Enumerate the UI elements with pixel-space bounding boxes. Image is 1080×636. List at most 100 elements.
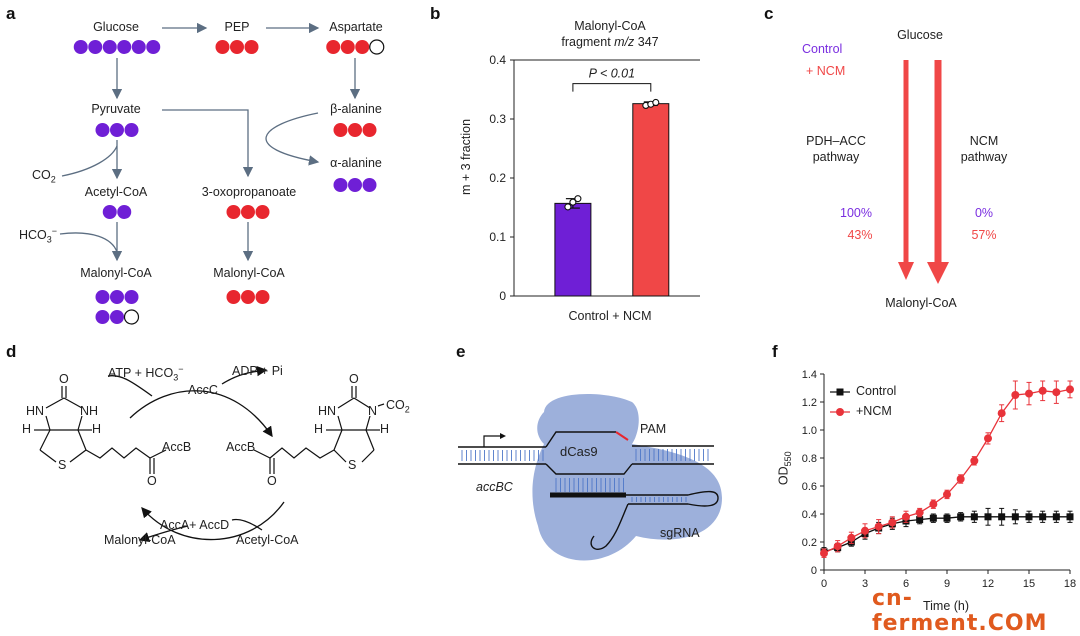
carbon-dot-pyruvate-1 <box>110 123 124 137</box>
chart-b-ytick-label: 0.4 <box>489 53 506 67</box>
label-malonyl-coa-right: Malonyl-CoA <box>213 266 285 280</box>
label-accb-left: AccB <box>162 440 192 454</box>
label-co2: CO2 <box>32 168 56 185</box>
label-sgrna: sgRNA <box>660 526 700 540</box>
arc-acetyl-in <box>231 518 263 531</box>
label-oxopropanoate: 3-oxopropanoate <box>201 185 297 199</box>
chart-f-point-ncm <box>970 456 979 465</box>
label-accbc: accBC <box>476 480 513 494</box>
chart-b-title-line2: fragment m/z 347 <box>561 35 659 49</box>
chart-f-point-ncm <box>820 549 828 558</box>
chart-f-ytick-label: 0 <box>811 565 817 577</box>
label-aspartate: Aspartate <box>329 20 383 34</box>
panel-a-pathway: Glucose PEP Aspartate Pyruvate β-alanine… <box>0 0 420 330</box>
carbon-dot-malonyl-right-2 <box>255 290 270 304</box>
carbon-dot-alpha-alanine-2 <box>362 178 377 192</box>
label-glucose-c: Glucose <box>897 28 943 42</box>
biotin-left-bonds <box>34 386 167 474</box>
chart-b-bar-0 <box>554 202 592 297</box>
chart-f-xtick-label: 12 <box>982 578 994 590</box>
arrow-ncm-head <box>927 262 949 284</box>
chart-b-significance-bracket <box>572 83 652 92</box>
carbon-dot-pep-0 <box>215 40 230 54</box>
chart-f-point-ncm <box>874 522 883 531</box>
chart-f-xtick-label: 3 <box>862 578 868 590</box>
chart-f-point-control <box>1039 513 1047 521</box>
panel-label-c: c <box>764 4 774 23</box>
carbon-dot-beta-alanine-2 <box>362 123 377 137</box>
carbon-dot-glucose-1 <box>88 40 103 54</box>
carbon-dot-acetyl-coa-0 <box>102 205 117 219</box>
legend-control-label: Control <box>856 384 897 398</box>
legend-ncm-label: +NCM <box>856 404 892 418</box>
panel-e-crispri: dCas9 PAM accBC sgRNA <box>456 340 756 622</box>
arc-atp-in <box>107 374 153 397</box>
chart-f-point-ncm <box>861 526 869 535</box>
chart-f-ytick-label: 0.2 <box>802 537 817 549</box>
panel-d-structures <box>34 365 385 543</box>
carbon-dot-beta-alanine-0 <box>333 123 348 137</box>
atom-h4: H <box>380 422 390 436</box>
chart-f-point-ncm <box>1066 385 1074 394</box>
label-alpha-alanine: α-alanine <box>330 156 382 170</box>
carbon-dot-acetyl-coa-1 <box>117 205 132 219</box>
carbon-dot-pep-1 <box>230 40 244 54</box>
chart-f-point-ncm <box>1011 391 1020 399</box>
atom-hn-right: HN <box>318 404 337 418</box>
atom-nh: NH <box>80 404 99 418</box>
carbon-dot-malonyl-right-1 <box>241 290 255 304</box>
label-acca-accd: AccA+ AccD <box>160 518 230 532</box>
label-ncm-line2: pathway <box>960 150 1008 164</box>
label-acetyl-d: Acetyl-CoA <box>236 533 299 547</box>
chart-f-ytick-label: 0.6 <box>802 481 817 493</box>
dna-bottom-bend <box>545 463 633 475</box>
chart-f-ytick-label: 1.2 <box>802 397 817 409</box>
label-malonyl-d: Malonyl-CoA <box>104 533 176 547</box>
chart-b-pvalue: P < 0.01 <box>589 67 635 81</box>
chart-f-point-ncm <box>997 409 1006 418</box>
label-dcas9: dCas9 <box>560 444 598 459</box>
label-pyruvate: Pyruvate <box>91 102 141 116</box>
chart-f-ytick-label: 1.4 <box>802 369 817 381</box>
arrow-pyruvate-oxo <box>162 109 254 178</box>
chart-f-point-ncm <box>888 518 897 527</box>
atom-o-top-left: O <box>59 372 69 386</box>
carbon-dot-glucose-2 <box>102 40 117 54</box>
dna-top-opened <box>545 431 616 448</box>
chart-b-frame <box>513 59 700 297</box>
label-glucose: Glucose <box>93 20 139 34</box>
panel-label-b: b <box>430 4 441 23</box>
panel-c-flux: Control + NCM Glucose PDH–ACC pathway NC… <box>764 0 1080 330</box>
carbon-dot-glucose-5 <box>146 40 161 54</box>
chart-f-ytick-label: 0.4 <box>802 509 817 521</box>
chart-b-title-line1: Malonyl-CoA <box>574 19 646 33</box>
panel-d-reaction: ATP + HCO3− ADP + Pi AccC AccB AccB AccA… <box>0 340 450 622</box>
pdh-ncm-pct: 43% <box>847 228 873 242</box>
chart-f-point-control <box>998 513 1006 521</box>
carbon-dot-alpha-alanine-1 <box>348 178 362 192</box>
ncm-ncm-pct: 57% <box>971 228 997 242</box>
promoter-arrowhead <box>500 433 506 439</box>
ncm-control-pct: 0% <box>974 206 994 220</box>
panel-a-diagram <box>59 22 385 325</box>
carbon-dot-malonyl-left-1-0 <box>95 290 110 304</box>
carbon-dot-malonyl-right-0 <box>226 290 241 304</box>
label-pdh-line1: PDH–ACC <box>806 134 866 148</box>
atom-h1: H <box>22 422 32 436</box>
carbon-dot-oxopropanoate-1 <box>241 205 255 219</box>
label-accc: AccC <box>188 383 218 397</box>
promoter-arrow <box>483 435 502 447</box>
label-adp: ADP + Pi <box>232 364 283 378</box>
chart-f-point-control <box>943 514 951 522</box>
chart-f-point-control <box>957 513 965 521</box>
chart-f-point-ncm <box>984 434 992 443</box>
carbon-dot-glucose-4 <box>131 40 146 54</box>
carbon-dot-malonyl-left-2-0 <box>95 310 110 324</box>
chart-f-point-control <box>1066 513 1074 521</box>
label-acetyl-coa: Acetyl-CoA <box>84 185 148 199</box>
chart-f-point-ncm <box>915 508 924 517</box>
chart-b-ytick-label: 0.2 <box>489 171 506 185</box>
label-accb-right: AccB <box>226 440 256 454</box>
label-malonyl-coa-left: Malonyl-CoA <box>80 266 152 280</box>
